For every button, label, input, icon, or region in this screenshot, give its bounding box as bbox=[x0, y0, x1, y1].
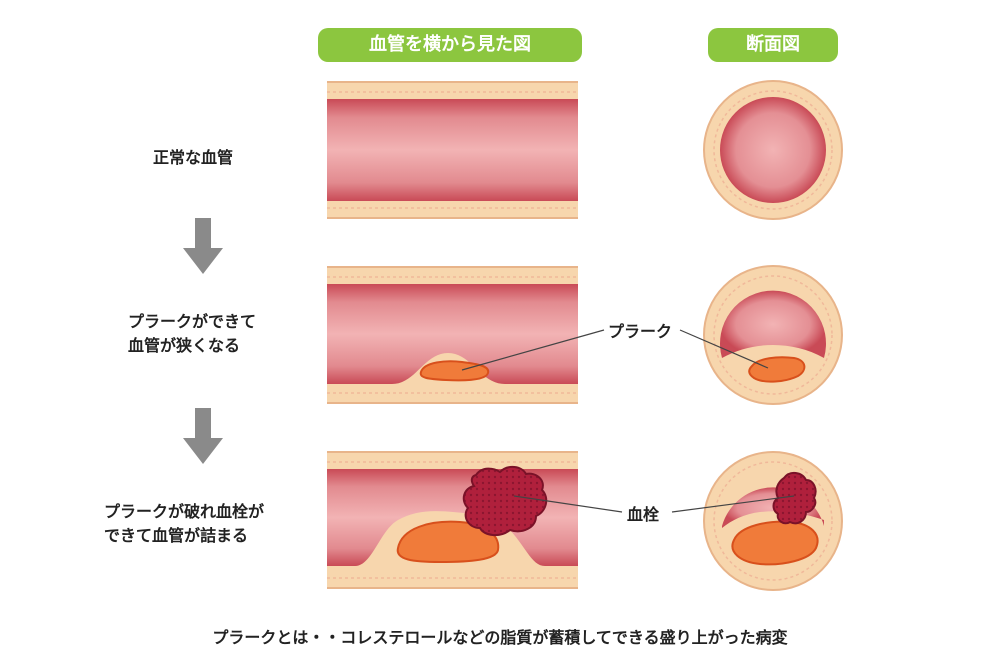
cross-section-header: 断面図 bbox=[708, 28, 838, 62]
blocked-vessel-side-view bbox=[327, 451, 578, 589]
thrombus-shape bbox=[462, 466, 548, 536]
thrombus-shape bbox=[772, 472, 817, 525]
narrowed-vessel-side-view bbox=[327, 266, 578, 404]
thrombus-callout-label: 血栓 bbox=[627, 505, 660, 524]
down-arrow-icon bbox=[183, 408, 223, 464]
normal-vessel-side-view bbox=[327, 81, 578, 219]
thrombus-callout-lines bbox=[513, 495, 795, 513]
stage-label-normal: 正常な血管 bbox=[153, 148, 234, 167]
normal-vessel-cross-section bbox=[703, 80, 843, 220]
plaque-shape bbox=[396, 520, 500, 564]
plaque-shape bbox=[419, 360, 490, 382]
blocked-vessel-cross-section bbox=[703, 451, 843, 591]
plaque-callout-lines bbox=[461, 329, 769, 371]
stage-label-narrowed: プラークができて 血管が狭くなる bbox=[128, 312, 257, 355]
down-arrow-icon bbox=[183, 218, 223, 274]
narrowed-vessel-cross-section bbox=[703, 265, 843, 405]
stage-label-blocked: プラークが破れ血栓が できて血管が詰まる bbox=[104, 502, 265, 545]
plaque-callout-label: プラーク bbox=[608, 322, 673, 341]
plaque-shape bbox=[731, 520, 819, 566]
side-view-header: 血管を横から見た図 bbox=[318, 28, 582, 62]
plaque-definition-footer: プラークとは・・コレステロールなどの脂質が蓄積してできる盛り上がった病変 bbox=[212, 628, 788, 647]
plaque-shape bbox=[748, 356, 806, 383]
